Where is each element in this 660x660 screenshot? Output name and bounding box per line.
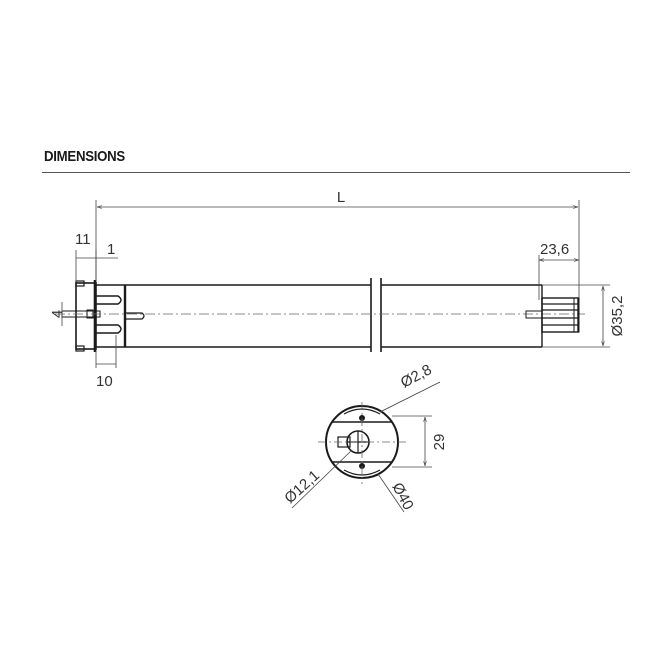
section-title: DIMENSIONS <box>44 148 125 165</box>
end-view-axes <box>318 402 406 484</box>
dim-drive-length: 23,6 <box>540 241 569 258</box>
hole-diameter-leader <box>379 381 441 413</box>
length-dimension: L <box>95 189 580 300</box>
head-dimensions <box>75 250 118 282</box>
dim-head-diameter: Ø40 <box>388 480 416 513</box>
section-divider <box>42 172 630 173</box>
head-depth-dimension <box>95 335 117 368</box>
dim-flange: 1 <box>107 241 115 258</box>
length-label: L <box>337 189 345 206</box>
motor-tube <box>96 278 543 352</box>
hole-spacing-dimension <box>392 415 432 468</box>
dim-hole-diameter: Ø2,8 <box>398 361 435 391</box>
dim-head-depth: 10 <box>96 373 113 390</box>
dim-hole-spacing: 29 <box>431 434 448 451</box>
dim-pin: 4 <box>49 310 66 318</box>
dim-head-width: 11 <box>75 231 91 248</box>
center-diameter-leader <box>291 449 353 509</box>
motor-head-side <box>61 280 122 352</box>
dim-center-diameter: Ø12,1 <box>281 467 323 507</box>
head-diameter-leader <box>377 473 405 513</box>
drive-length-dimension <box>538 255 579 300</box>
tube-diameter-dimension <box>542 284 610 348</box>
dim-tube-diameter: Ø35,2 <box>609 296 626 337</box>
drive-adapter <box>525 297 580 333</box>
